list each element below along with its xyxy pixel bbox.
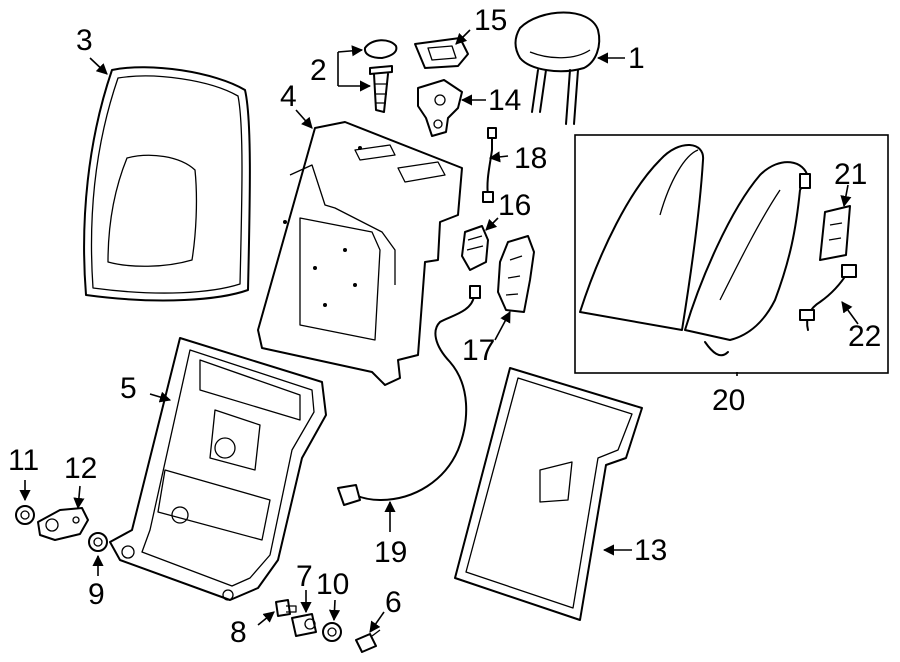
callout-4: 4 bbox=[280, 80, 297, 113]
connector-part bbox=[461, 225, 489, 271]
side-bracket-part bbox=[497, 235, 535, 313]
callout-1: 1 bbox=[628, 42, 645, 75]
rear-panel-part bbox=[454, 367, 643, 621]
callout-11: 11 bbox=[8, 444, 39, 477]
callout-13: 13 bbox=[634, 534, 667, 567]
nut-part-10 bbox=[322, 622, 342, 642]
seatback-panel-part bbox=[257, 121, 463, 386]
callout-9: 9 bbox=[88, 578, 105, 611]
trim-kit-box bbox=[574, 134, 889, 374]
callout-2: 2 bbox=[310, 54, 327, 87]
washer-part-9 bbox=[88, 532, 108, 552]
callout-8: 8 bbox=[230, 616, 247, 649]
guide-lock-part bbox=[417, 79, 463, 137]
callout-10: 10 bbox=[316, 568, 349, 601]
airbag-harness-part bbox=[799, 264, 857, 331]
airbag-module-part bbox=[819, 205, 851, 261]
callout-3: 3 bbox=[76, 24, 93, 57]
bushing-part-11 bbox=[15, 505, 35, 525]
guide-cap-part bbox=[414, 37, 469, 69]
bolt-part-6 bbox=[355, 629, 381, 653]
bolt-part-8 bbox=[275, 599, 297, 617]
callout-22: 22 bbox=[848, 320, 881, 353]
callout-19: 19 bbox=[374, 536, 407, 569]
callout-5: 5 bbox=[120, 372, 137, 405]
seatback-frame-part bbox=[109, 337, 327, 601]
seatback-cover-part bbox=[83, 66, 251, 302]
headrest-guide-part bbox=[363, 39, 398, 113]
callout-14: 14 bbox=[488, 84, 521, 117]
callout-17: 17 bbox=[462, 334, 495, 367]
side-bolster-cover-part bbox=[579, 144, 705, 331]
callout-18: 18 bbox=[514, 142, 547, 175]
headrest-part bbox=[514, 11, 601, 125]
callout-20: 20 bbox=[712, 384, 745, 417]
side-bolster-pad-part bbox=[684, 161, 811, 357]
hinge-bracket-part-12 bbox=[37, 507, 89, 541]
callout-12: 12 bbox=[64, 452, 97, 485]
callout-6: 6 bbox=[385, 586, 402, 619]
callout-15: 15 bbox=[474, 4, 507, 37]
harness-short-part bbox=[482, 127, 497, 203]
callout-labels: 1 2 3 4 5 6 7 8 9 10 11 12 13 14 15 16 1… bbox=[8, 4, 881, 649]
leader-lines bbox=[19, 29, 859, 633]
callout-16: 16 bbox=[498, 189, 531, 222]
bushing-part-7 bbox=[291, 613, 317, 637]
cable-part bbox=[337, 285, 481, 506]
callout-7: 7 bbox=[296, 560, 313, 593]
callout-21: 21 bbox=[834, 158, 867, 191]
